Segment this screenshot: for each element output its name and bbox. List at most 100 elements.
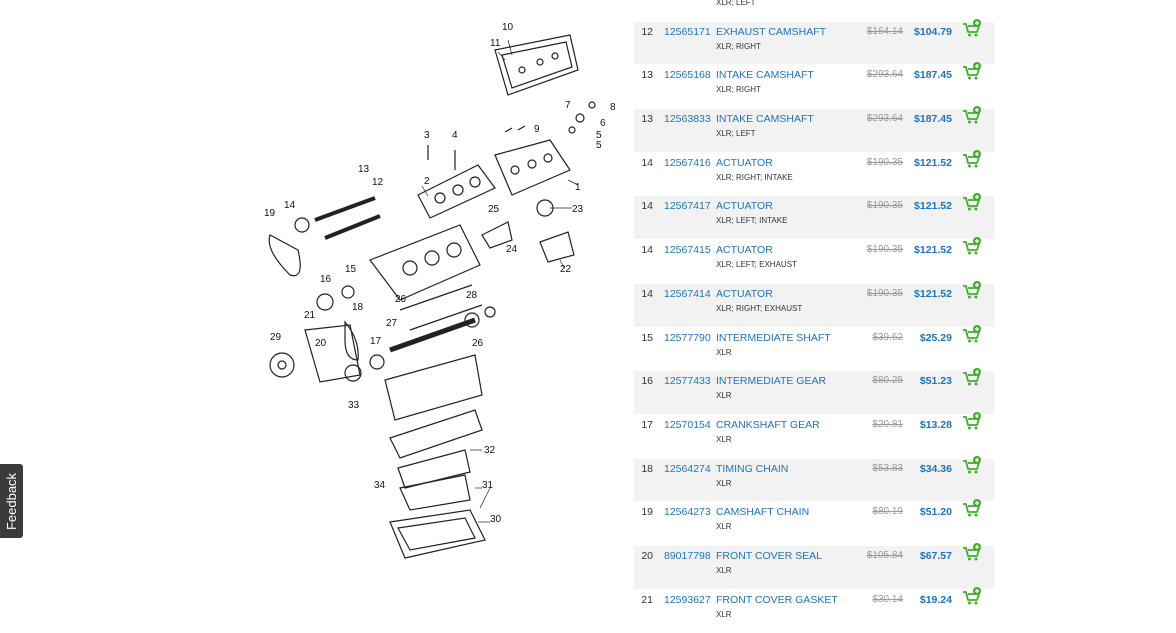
feedback-label: Feedback [4,472,19,530]
part-number-link[interactable]: 12567415 [664,244,711,257]
part-note: XLR; LEFT; EXHAUST [716,260,797,270]
part-number-link[interactable]: 89017798 [664,549,711,562]
list-price: $39.62 [872,331,903,343]
part-name-link[interactable]: FRONT COVER SEAL [716,549,822,562]
part-note: XLR; RIGHT [716,85,761,95]
part-ref: 20 [641,549,653,562]
part-ref: 13 [641,69,653,82]
part-number-link[interactable]: 12577790 [664,331,711,344]
part-number-link[interactable]: 12565171 [664,25,711,38]
part-ref: 21 [641,593,653,606]
add-to-cart-icon[interactable] [962,586,982,607]
list-price: $20.81 [872,418,903,430]
add-to-cart-icon[interactable] [962,18,982,39]
sale-price: $51.20 [919,506,952,519]
part-name-link[interactable]: TIMING CHAIN [716,462,789,475]
sale-price: $121.52 [914,244,952,257]
callout-27: 27 [386,318,398,329]
sale-price: $187.45 [914,113,952,126]
part-note: XLR [716,347,732,357]
part-name-link[interactable]: EXHAUST CAMSHAFT [716,25,827,38]
part-number-link[interactable]: 12567416 [664,156,711,169]
part-number-link[interactable]: 12567414 [664,287,711,300]
part-number-link[interactable]: 12567417 [664,200,711,213]
list-price: $53.83 [872,462,903,474]
part-ref: 13 [641,113,653,126]
list-price: $30.14 [872,593,903,605]
callout-9: 9 [534,124,540,135]
part-number-link[interactable]: 12564274 [664,462,711,475]
part-name-link[interactable]: ACTUATOR [716,200,773,213]
callout-12: 12 [372,177,384,188]
callout-34: 34 [374,480,386,491]
callout-14: 14 [284,200,296,211]
part-number-link[interactable]: 12564273 [664,506,711,519]
part-ref: 18 [641,462,653,475]
callout-18: 18 [352,302,364,313]
callout-31: 31 [482,480,494,491]
add-to-cart-icon[interactable] [962,499,982,519]
callout-23: 23 [572,204,584,215]
add-to-cart-icon[interactable] [962,324,982,345]
callout-8: 8 [610,102,616,113]
part-number-link[interactable]: 12570154 [664,418,711,431]
add-to-cart-icon[interactable] [962,542,982,563]
add-to-cart-icon[interactable] [962,368,982,388]
add-to-cart-icon[interactable] [962,280,982,301]
part-name-link[interactable]: INTAKE CAMSHAFT [716,69,814,82]
add-to-cart-icon[interactable] [962,149,982,170]
callout-26b: 26 [472,338,484,349]
callout-15: 15 [345,264,357,275]
part-note: XLR [716,391,732,401]
part-name-link[interactable]: CAMSHAFT CHAIN [716,506,810,519]
callout-32: 32 [484,445,496,456]
sale-price: $187.45 [914,69,952,82]
part-ref: 12 [641,25,653,38]
part-name-link[interactable]: INTERMEDIATE SHAFT [716,331,831,344]
callout-28: 28 [466,290,478,301]
callout-10: 10 [502,22,514,33]
part-ref: 14 [641,244,653,257]
part-note: XLR [716,609,732,619]
part-number-link[interactable]: 12593627 [664,593,711,606]
add-to-cart-icon[interactable] [962,106,982,126]
callout-5: 5 [596,130,602,141]
sale-price: $67.57 [919,549,952,562]
part-ref: 14 [641,200,653,213]
callout-11: 11 [490,38,501,49]
part-name-link[interactable]: INTAKE CAMSHAFT [716,113,814,126]
diagram-svg: 10 11 1 2 3 4 5 6 7 8 9 12 13 14 15 16 1… [264,22,616,559]
part-name-link[interactable]: INTERMEDIATE GEAR [716,375,827,388]
part-name-link[interactable]: CRANKSHAFT GEAR [716,418,820,431]
part-name-link[interactable]: FRONT COVER GASKET [716,593,838,606]
add-to-cart-icon[interactable] [962,411,982,432]
part-ref: 14 [641,156,653,169]
add-to-cart-icon[interactable] [962,193,982,213]
part-ref: 15 [641,331,653,344]
part-name-link[interactable]: ACTUATOR [716,156,773,169]
feedback-tab[interactable]: Feedback [0,464,23,538]
add-to-cart-icon[interactable] [962,237,982,257]
part-number-link[interactable]: 12577433 [664,375,711,388]
part-name-link[interactable]: ACTUATOR [716,287,773,300]
list-price: $80.25 [872,375,903,387]
part-name-link[interactable]: ACTUATOR [716,244,773,257]
add-to-cart-icon[interactable] [962,455,982,476]
part-number-link[interactable]: 12563833 [664,113,711,126]
sale-price: $104.79 [914,25,952,38]
list-price: $293.64 [866,113,903,125]
list-price: $164.14 [866,25,903,37]
part-number-link[interactable]: 12565168 [664,69,711,82]
add-to-cart-icon[interactable] [962,62,982,82]
part-note: XLR [716,565,732,575]
